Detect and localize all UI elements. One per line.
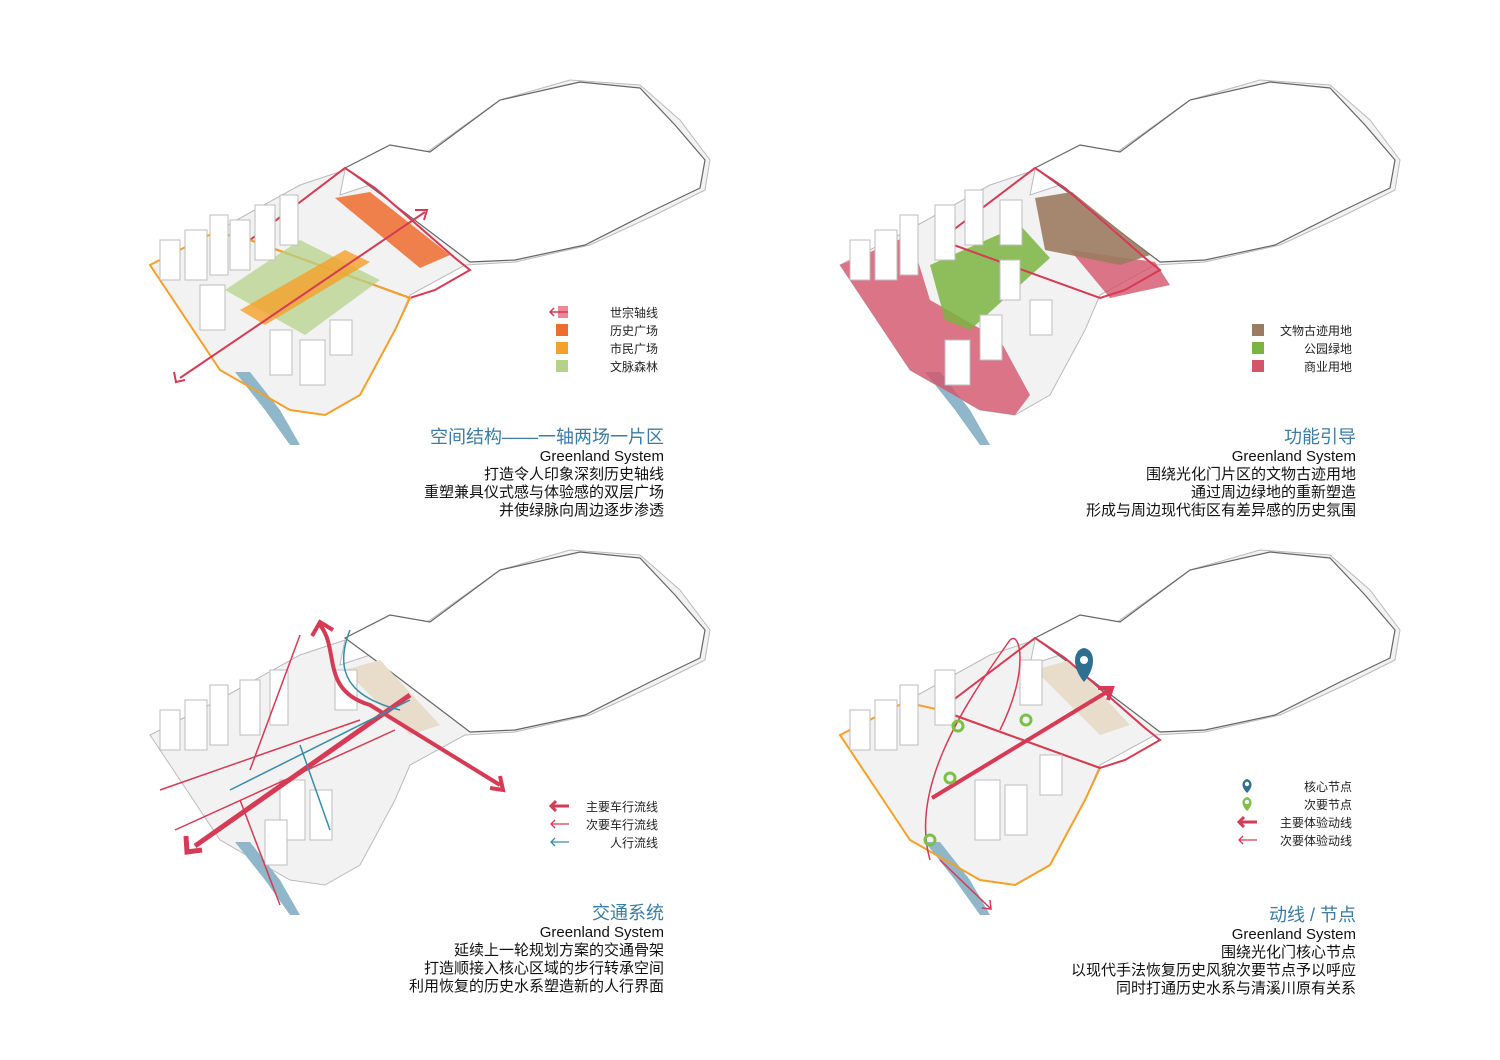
buildings <box>849 189 1053 386</box>
panel-function: 文物古迹用地 公园绿地 商业用地 功能引导 Greenland System 围… <box>700 0 1450 530</box>
caption: 空间结构——一轴两场一片区 Greenland System 打造令人印象深刻历… <box>424 426 664 520</box>
axonometric-map <box>148 79 711 445</box>
caption-line: 打造令人印象深刻历史轴线 <box>483 466 664 483</box>
legend-item: 公园绿地 <box>1252 340 1352 356</box>
caption-title: 交通系统 <box>592 903 664 923</box>
heritage-land <box>1035 192 1150 265</box>
legend-label: 文脉森林 <box>610 359 659 374</box>
caption-subtitle: Greenland System <box>1231 926 1356 943</box>
legend-item: 文物古迹用地 <box>1252 322 1352 338</box>
legend-label: 历史广场 <box>610 323 659 338</box>
secondary-node-pins <box>923 713 1033 847</box>
square-swatch <box>1252 342 1264 354</box>
map-pin-icon <box>1242 779 1252 793</box>
caption-subtitle: Greenland System <box>539 924 664 941</box>
caption-subtitle: Greenland System <box>1231 448 1356 465</box>
thin-arrow-icon <box>550 819 569 829</box>
buildings <box>159 194 353 386</box>
legend-label: 主要体验动线 <box>1280 815 1353 830</box>
pedestrian-route <box>229 629 411 831</box>
panel-spatial-structure: 世宗轴线 历史广场 市民广场 文脉森林 空间结构——一轴两场一片区 Greenl… <box>0 0 750 530</box>
caption-line: 同时打通历史水系与清溪川原有关系 <box>1115 980 1356 997</box>
legend-label: 核心节点 <box>1304 779 1353 794</box>
historic-plaza <box>335 192 450 268</box>
legend-item: 世宗轴线 <box>548 304 658 320</box>
square-swatch <box>556 324 568 336</box>
legend-label: 次要车行流线 <box>586 817 659 832</box>
caption: 动线 / 节点 Greenland System 围绕光化门核心节点 以现代手法… <box>1071 904 1356 998</box>
legend-item: 商业用地 <box>1252 358 1352 374</box>
caption-title: 空间结构——一轴两场一片区 <box>430 427 664 447</box>
minor-vehicle-route <box>159 634 396 906</box>
thick-arrow-icon <box>548 799 569 813</box>
caption-line: 打造顺接入核心区域的步行转承空间 <box>423 960 664 977</box>
legend-item: 文脉森林 <box>556 358 658 374</box>
legend-item: 人行流线 <box>548 834 658 850</box>
caption-line: 利用恢复的历史水系塑造新的人行界面 <box>408 978 664 995</box>
axonometric-map <box>838 549 1401 915</box>
legend-label: 次要体验动线 <box>1280 833 1353 848</box>
square-swatch <box>1252 360 1264 372</box>
axonometric-map <box>149 549 711 915</box>
panel-routes-nodes: 核心节点 次要节点 主要体验动线 次要体验动线 动线 / 节点 Greenlan… <box>700 530 1450 1060</box>
caption-line: 以现代手法恢复历史风貌次要节点予以呼应 <box>1070 962 1356 979</box>
site-base <box>149 549 711 915</box>
major-vehicle-route <box>183 619 506 855</box>
site-boundary-red <box>937 636 1162 770</box>
caption-title: 动线 / 节点 <box>1268 905 1356 925</box>
caption-line: 并使绿脉向周边逐步渗透 <box>498 502 664 519</box>
caption: 交通系统 Greenland System 延续上一轮规划方案的交通骨架 打造顺… <box>409 902 664 996</box>
square-swatch <box>1252 324 1264 336</box>
axonometric-map <box>839 79 1401 445</box>
legend-label: 文物古迹用地 <box>1280 323 1353 338</box>
caption: 功能引导 Greenland System 围绕光化门片区的文物古迹用地 通过周… <box>1086 426 1356 520</box>
legend-item: 历史广场 <box>556 322 658 338</box>
site-boundary-red <box>247 166 472 300</box>
legend-item: 次要车行流线 <box>548 816 658 832</box>
legend-item: 主要体验动线 <box>1236 814 1352 830</box>
legend-label: 市民广场 <box>610 341 659 356</box>
caption-line: 围绕光化门核心节点 <box>1220 944 1356 961</box>
map-pin-icon <box>1242 797 1252 811</box>
legend-item: 次要体验动线 <box>1236 832 1352 848</box>
legend-item: 主要车行流线 <box>548 798 658 814</box>
legend-label: 世宗轴线 <box>610 305 659 320</box>
legend-label: 主要车行流线 <box>586 799 659 814</box>
caption-line: 围绕光化门片区的文物古迹用地 <box>1145 466 1356 483</box>
legend-label: 公园绿地 <box>1304 341 1353 356</box>
thin-arrow-icon <box>550 837 569 847</box>
caption-subtitle: Greenland System <box>539 448 664 465</box>
caption-title: 功能引导 <box>1284 427 1356 447</box>
caption-line: 延续上一轮规划方案的交通骨架 <box>453 942 664 959</box>
legend-item: 次要节点 <box>1240 796 1352 812</box>
caption-line: 重塑兼具仪式感与体验感的双层广场 <box>423 484 664 501</box>
legend-label: 商业用地 <box>1304 359 1353 374</box>
site-boundary-orange <box>838 700 1102 887</box>
major-experience-route <box>930 686 1115 800</box>
axis-arrow-icon <box>548 306 568 318</box>
buildings <box>849 659 1063 841</box>
site-boundary-red <box>937 166 1162 300</box>
caption-line: 形成与周边现代街区有差异感的历史氛围 <box>1085 502 1356 519</box>
minor-experience-route <box>924 637 1021 910</box>
thin-arrow-icon <box>1238 835 1257 845</box>
legend-item: 市民广场 <box>556 340 658 356</box>
core-node-pin <box>1075 648 1093 682</box>
caption-line: 通过周边绿地的重新塑造 <box>1190 484 1356 501</box>
park-green <box>930 225 1050 330</box>
square-swatch <box>556 360 568 372</box>
civic-plaza <box>240 250 370 325</box>
legend-item: 核心节点 <box>1240 778 1352 794</box>
panel-traffic: 主要车行流线 次要车行流线 人行流线 交通系统 Greenland System… <box>0 530 750 1060</box>
legend-label: 人行流线 <box>610 835 659 850</box>
thick-arrow-icon <box>1236 815 1257 829</box>
axis-arrow <box>173 209 429 384</box>
legend-label: 次要节点 <box>1304 797 1353 812</box>
site-base <box>839 549 1401 915</box>
square-swatch <box>556 342 568 354</box>
